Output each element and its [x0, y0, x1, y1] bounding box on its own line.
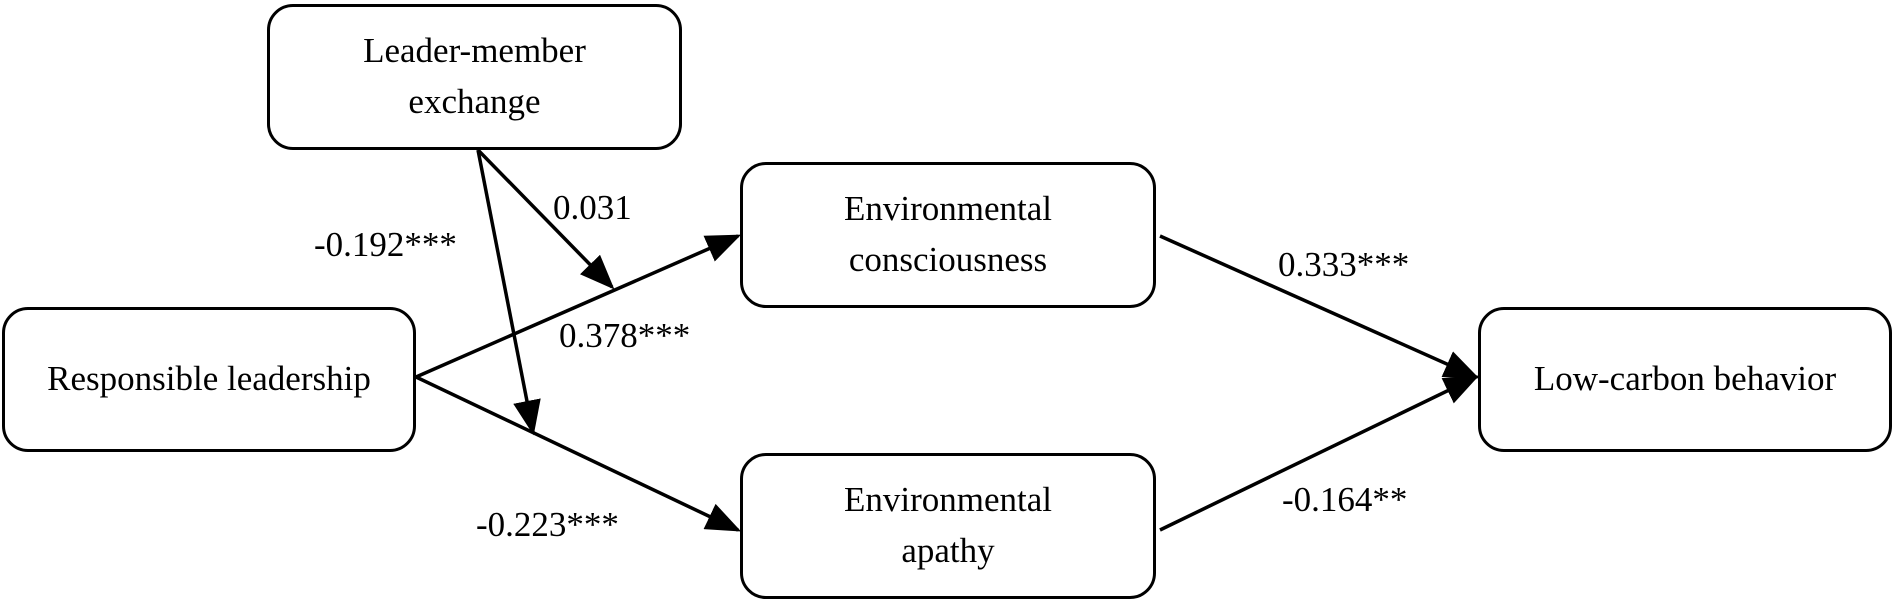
node-environmental-consciousness-line1: Environmental [843, 189, 1052, 229]
arrow-lmx-to-rl-ec-path [476, 148, 615, 290]
coef-lmx-moderation-ea: -0.192*** [314, 225, 457, 264]
arrow-rl-to-ea [415, 375, 742, 532]
node-low-carbon-behavior-label: Low-carbon behavior [1533, 359, 1837, 399]
node-responsible-leadership: Responsible leadership [2, 307, 416, 452]
coef-lmx-moderation-ec: 0.031 [553, 188, 632, 227]
coef-ec-to-lcb: 0.333*** [1278, 245, 1410, 284]
node-leader-member-exchange-line1: Leader-member [363, 31, 586, 71]
arrow-ea-to-lcb [1159, 375, 1480, 532]
arrow-lmx-to-rl-ea-path [476, 149, 541, 436]
arrow-ec-to-lcb [1159, 234, 1480, 379]
coef-ea-to-lcb: -0.164** [1282, 480, 1408, 519]
arrow-rl-to-ec [415, 234, 742, 379]
node-environmental-apathy: Environmental apathy [740, 453, 1156, 599]
node-environmental-consciousness: Environmental consciousness [740, 162, 1156, 308]
node-environmental-apathy-line2: apathy [901, 531, 995, 570]
node-leader-member-exchange-line2: exchange [408, 82, 541, 121]
node-low-carbon-behavior: Low-carbon behavior [1478, 307, 1892, 452]
node-responsible-leadership-label: Responsible leadership [47, 359, 371, 399]
coef-rl-to-ec: 0.378*** [559, 316, 691, 355]
coef-rl-to-ea: -0.223*** [476, 505, 619, 544]
node-environmental-consciousness-line2: consciousness [848, 240, 1048, 279]
node-environmental-apathy-line1: Environmental [843, 480, 1052, 520]
node-leader-member-exchange: Leader-member exchange [267, 4, 682, 150]
